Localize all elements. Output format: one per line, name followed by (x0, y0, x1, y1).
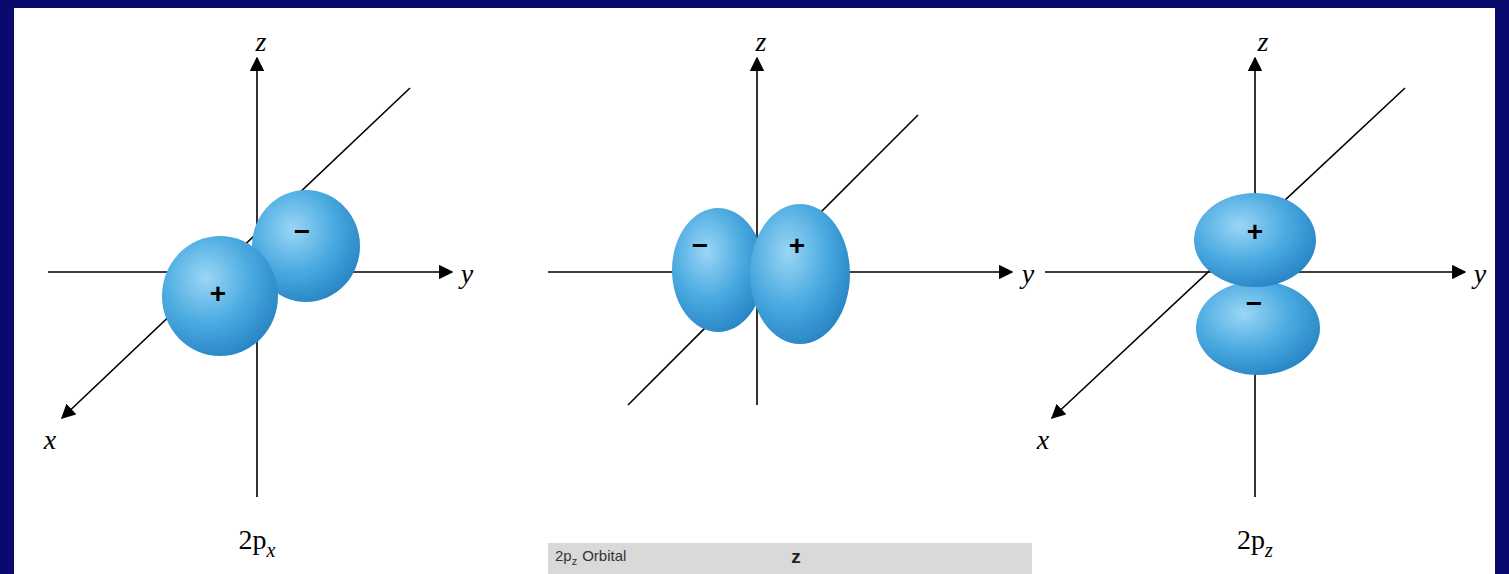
caption-text-group: 2pz Orbital (555, 547, 626, 567)
phase-sign-group: + (789, 230, 805, 262)
axis-label-group: z (756, 26, 767, 58)
axis-label-group: x (1037, 424, 1049, 456)
phase-sign-group: − (692, 230, 708, 262)
axes-middle (548, 58, 1012, 405)
orbital-lobe (162, 236, 278, 356)
phase-sign-group: + (1247, 216, 1263, 248)
orbital-name: z (1265, 539, 1273, 561)
axis-label: x (1037, 424, 1049, 455)
axis-label: y (1474, 258, 1486, 289)
orbital-name: 2p (1237, 524, 1265, 555)
axis-label-group: x (44, 424, 56, 456)
orbital-name-group: 2pz (1237, 524, 1273, 562)
phase-sign: − (692, 230, 708, 261)
phase-sign: − (294, 216, 310, 247)
axis-label-group: y (461, 258, 473, 290)
orbital-name: x (267, 539, 276, 561)
axis-label: z (256, 26, 267, 57)
axis-label-group: z (1258, 26, 1269, 58)
orbital-lobe (1194, 193, 1316, 287)
phase-sign: + (210, 278, 226, 309)
caption-text: 2p (555, 547, 572, 564)
axis-label: z (756, 26, 767, 57)
axes-right (1045, 58, 1465, 497)
caption-text: z (572, 555, 578, 567)
axis-label-group: z (256, 26, 267, 58)
orbital-name-group: 2px (239, 524, 276, 562)
caption-bar (548, 543, 1032, 574)
caption-axis-group: z (791, 546, 801, 568)
axes-left (48, 58, 452, 497)
phase-sign: + (789, 230, 805, 261)
axis-label: z (1258, 26, 1269, 57)
phase-sign-group: − (1246, 288, 1262, 320)
phase-sign: − (1246, 288, 1262, 319)
phase-sign: + (1247, 216, 1263, 247)
axis-label-group: y (1474, 258, 1486, 290)
orbital-name: 2p (239, 524, 267, 555)
axis-label: y (1022, 258, 1034, 289)
orbital-lobe (750, 204, 850, 344)
phase-sign-group: − (294, 216, 310, 248)
phase-sign-group: + (210, 278, 226, 310)
axis-label: x (44, 424, 56, 455)
orbital-lobe (1196, 281, 1320, 375)
caption-text: Orbital (582, 547, 626, 564)
axis-label: y (461, 258, 473, 289)
caption-axis: z (791, 546, 801, 567)
axis-label-group: y (1022, 258, 1034, 290)
